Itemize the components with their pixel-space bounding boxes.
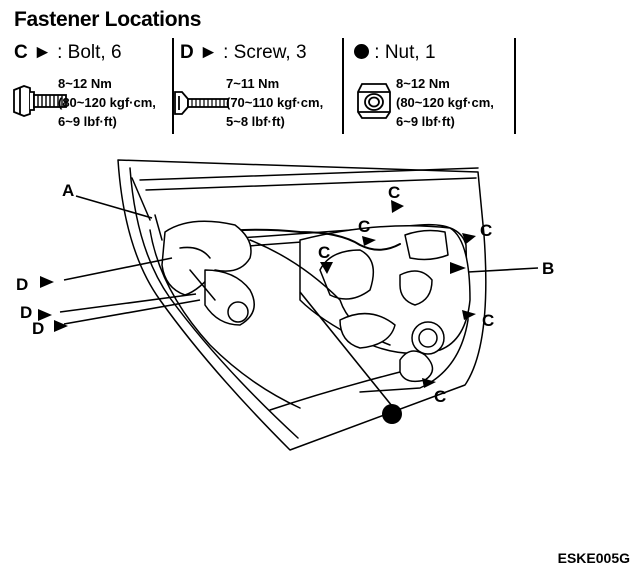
callout-c-3: C (318, 243, 331, 262)
filled-circle-icon (354, 44, 369, 59)
bolt-icon (13, 85, 67, 117)
arrow-icon (391, 200, 404, 213)
arrow-icon: ► (199, 42, 218, 63)
window-frame (139, 167, 479, 181)
arrow-icon (38, 309, 52, 321)
figure-code: ESKE005G (557, 550, 630, 566)
door-outline (117, 159, 487, 451)
callout-a: A (62, 181, 75, 200)
callout-d-2: D (20, 303, 33, 322)
nut-torque-lbf: 6~9 lbf·ft) (396, 114, 455, 129)
nut-marker-icon (382, 404, 402, 424)
legend-bolt: C ► : Bolt, 6 8~12 Nm (80~120 kgf·cm, 6~… (8, 38, 174, 134)
nut-icon (357, 83, 391, 119)
screw-torque-lbf: 5~8 lbf·ft) (226, 114, 285, 129)
arrow-icon (40, 276, 54, 288)
bolt-spec: 8~12 Nm (80~120 kgf·cm, 6~9 lbf·ft) (58, 74, 156, 131)
screw-icon (174, 91, 229, 115)
regulator-rail (239, 223, 469, 393)
leader-d1 (63, 257, 173, 281)
nut-torque-kgf: (80~120 kgf·cm, (396, 95, 494, 110)
bolt-label: : Bolt, 6 (57, 42, 122, 63)
arrow-icon (362, 236, 376, 246)
callout-c-6: C (434, 387, 447, 406)
callout-c-4: C (480, 221, 493, 240)
leader-nut (299, 291, 393, 407)
arrow-icon (450, 262, 466, 274)
legend-nut: : Nut, 1 8~12 Nm (80~120 kgf·cm, 6~9 lbf… (344, 38, 516, 134)
leader-d3 (63, 299, 201, 325)
arrow-icon: ► (33, 42, 52, 63)
rod (154, 214, 163, 241)
nut-label: : Nut, 1 (374, 42, 436, 63)
arrow-icon (54, 320, 68, 332)
legend-screw: D ► : Screw, 3 7~11 Nm (70~110 kgf·cm, 5… (174, 38, 344, 134)
latch-assembly (161, 220, 252, 296)
leader-a (75, 195, 153, 219)
bolt-torque: 8~12 Nm (58, 76, 112, 91)
nut-torque: 8~12 Nm (396, 76, 450, 91)
page-title: Fastener Locations (14, 8, 202, 31)
callout-c-5: C (482, 311, 495, 330)
arrow-icon (462, 233, 476, 244)
bolt-torque-lbf: 6~9 lbf·ft) (58, 114, 117, 129)
callout-c-1: C (388, 183, 401, 202)
leader-b (467, 267, 539, 273)
bolt-torque-kgf: (80~120 kgf·cm, (58, 95, 156, 110)
screw-torque-kgf: (70~110 kgf·cm, (226, 95, 324, 110)
callout-d-1: D (16, 275, 29, 294)
screw-label: : Screw, 3 (223, 42, 307, 63)
screw-spec: 7~11 Nm (70~110 kgf·cm, 5~8 lbf·ft) (226, 74, 323, 131)
callout-c-2: C (358, 217, 371, 236)
screw-symbol: D (180, 42, 194, 63)
arrow-icon (320, 262, 333, 274)
screw-torque: 7~11 Nm (226, 76, 280, 91)
motor (411, 321, 445, 355)
legend-screw-header: D ► : Screw, 3 (180, 42, 307, 64)
arrow-icon (462, 310, 476, 320)
nut-spec: 8~12 Nm (80~120 kgf·cm, 6~9 lbf·ft) (396, 74, 494, 131)
leader-d2 (59, 293, 197, 313)
legend-nut-header: : Nut, 1 (354, 42, 436, 64)
legend-bolt-header: C ► : Bolt, 6 (14, 42, 122, 64)
arrow-icon (422, 378, 436, 388)
callout-b: B (542, 259, 555, 278)
callout-d-3: D (32, 319, 45, 338)
bolt-symbol: C (14, 42, 28, 63)
